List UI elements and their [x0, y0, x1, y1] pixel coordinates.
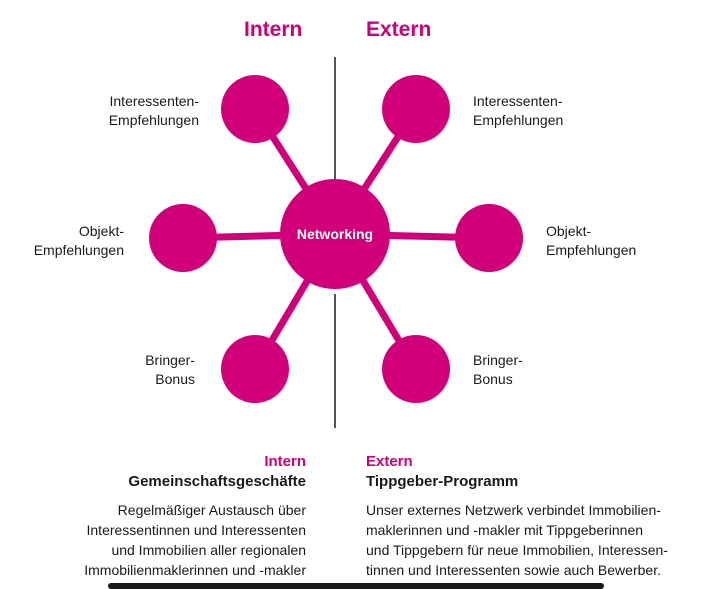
- networking-diagram: Networking: [149, 57, 523, 428]
- label-left-3: Bringer-Bonus: [145, 352, 195, 387]
- label-left-1: Interessenten-Empfehlungen: [108, 93, 199, 128]
- label-right-2: Objekt-Empfehlungen: [546, 223, 637, 258]
- label-left-2: Objekt-Empfehlungen: [33, 223, 124, 258]
- extern-title: Tippgeber-Programm: [366, 473, 519, 490]
- extern-heading: Extern: [366, 18, 432, 41]
- bottom-scroll-bar: [108, 583, 604, 589]
- node-right-2: [455, 204, 523, 272]
- center-label: Networking: [297, 226, 373, 242]
- intern-title: Gemeinschaftsgeschäfte: [128, 473, 306, 490]
- node-right-1: [382, 75, 450, 143]
- label-right-3: Bringer-Bonus: [473, 352, 523, 387]
- intern-heading: Intern: [244, 18, 303, 41]
- extern-description: Unser externes Netzwerk verbindet Immobi…: [366, 502, 668, 578]
- intern-description: Regelmäßiger Austausch über Interessenti…: [84, 502, 306, 578]
- node-left-3: [221, 335, 289, 403]
- node-right-3: [382, 335, 450, 403]
- label-right-1: Interessenten-Empfehlungen: [473, 93, 564, 128]
- center-node: [280, 179, 390, 289]
- extern-tag: Extern: [366, 453, 413, 470]
- node-left-2: [149, 204, 217, 272]
- intern-section: Intern Gemeinschaftsgeschäfte Regelmäßig…: [84, 452, 306, 580]
- intern-tag: Intern: [264, 453, 306, 470]
- node-left-1: [221, 75, 289, 143]
- extern-section: Extern Tippgeber-Programm Unser externes…: [366, 452, 668, 580]
